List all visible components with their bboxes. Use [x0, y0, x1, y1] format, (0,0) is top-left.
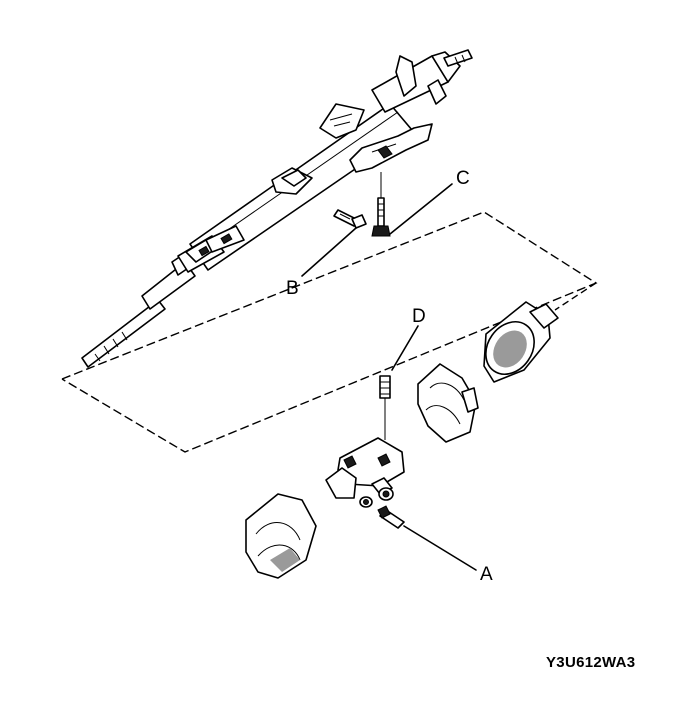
bolt-a [377, 505, 405, 529]
leader-line-b [301, 227, 357, 277]
washer-nut [359, 487, 394, 508]
dust-boot-cover [417, 363, 479, 443]
leader-line-c [389, 183, 453, 235]
callout-label-d: D [412, 306, 426, 327]
column-mount-bracket-upper [319, 103, 433, 173]
callout-label-a: A [480, 564, 493, 585]
lower-universal-joint [325, 437, 405, 499]
bolt-d [379, 375, 391, 440]
upper-cover-bracket [483, 301, 559, 383]
leader-line-a [403, 525, 477, 571]
leader-line-d [391, 325, 419, 371]
callout-label-c: C [456, 168, 470, 189]
lower-boot-cover [245, 493, 317, 579]
bolt-b [333, 209, 367, 229]
callout-label-b: B [286, 278, 299, 299]
figure-code: Y3U612WA3 [546, 654, 636, 671]
universal-joint-upper [177, 225, 245, 273]
bolt-c [371, 197, 391, 237]
boundary-to-bracket-dash [554, 282, 597, 311]
column-mount-bracket-lower [271, 167, 313, 195]
